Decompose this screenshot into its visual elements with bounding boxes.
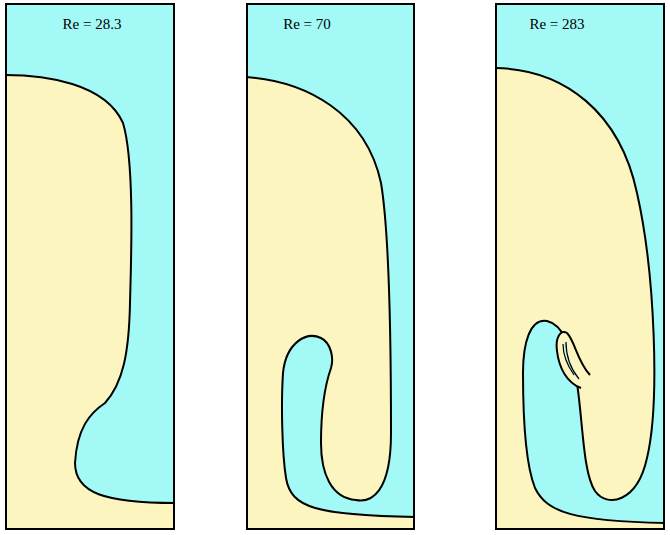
panel-fluids <box>495 3 665 530</box>
simulation-panel: Re = 28.3 <box>5 3 175 530</box>
simulation-panel: Re = 283 <box>495 3 665 530</box>
simulation-panel: Re = 70 <box>246 3 415 530</box>
reynolds-label: Re = 28.3 <box>63 15 122 33</box>
panel-fluids <box>5 3 175 530</box>
reynolds-label: Re = 70 <box>283 15 331 33</box>
reynolds-label: Re = 283 <box>529 15 584 33</box>
panel-fluids <box>246 3 415 530</box>
